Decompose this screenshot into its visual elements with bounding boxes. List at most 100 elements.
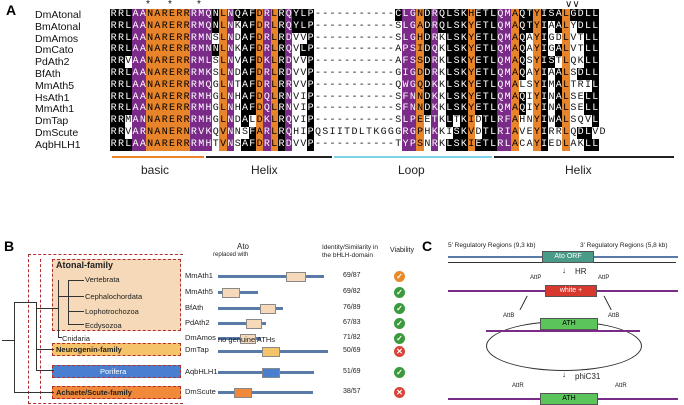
- sequence-row: RRLAANARERRRMHGLNHAFDQLRNVIP-----------S…: [110, 91, 599, 104]
- basic-domain-bar: [112, 156, 204, 158]
- cnidaria-note: no genuine ATHs: [218, 335, 275, 344]
- viable-check-icon: ✓: [394, 287, 405, 298]
- sequence-row: RRMANNARERRRMHGLNDALDKLRQVIP-----------S…: [110, 115, 599, 128]
- sequence-row: RRLAANARERRRMNNLNKAFDRLRQVLP-----------A…: [110, 44, 599, 57]
- tree-branch: [36, 370, 54, 371]
- identity-score: 69/87: [343, 272, 361, 279]
- gene-label: MmAth1: [185, 271, 213, 280]
- tree-branch: [68, 280, 69, 324]
- sequence-row: RRVARNANERNRVKQVNNSFARLRQHIPQSIITDLTKGGG…: [110, 127, 606, 139]
- gene-label: DmAmos: [185, 333, 216, 342]
- species-name: BfAth: [35, 68, 61, 80]
- tree-branch: [58, 296, 68, 297]
- gene-label: BfAth: [185, 303, 204, 312]
- tree-branch: [2, 340, 14, 341]
- bhlh-domain-box: [240, 334, 256, 344]
- clade-cephalochordata: Cephalochordata: [85, 292, 143, 301]
- panel-c-letter: C: [422, 238, 433, 254]
- bhlh-domain-box: [262, 347, 280, 357]
- tree-branch: [68, 311, 84, 312]
- attb-left-label: AttB: [503, 313, 515, 319]
- construct-bar: [218, 391, 313, 394]
- viable-check-icon: ✓: [394, 333, 405, 344]
- attb-right-label: AttB: [608, 313, 620, 319]
- tree-branch: [58, 280, 59, 337]
- species-name: DmCato: [35, 44, 74, 57]
- identity-score: 69/82: [343, 288, 361, 295]
- attb-line: [486, 330, 640, 332]
- hr-label: HR: [575, 267, 587, 276]
- clade-lophotrochozoa: Lophotrochozoa: [85, 307, 139, 316]
- attp-right-label: AttP: [598, 275, 610, 281]
- viable-check-icon: ✓: [394, 367, 405, 378]
- identity-score: 50/69: [343, 347, 361, 354]
- achaete-family-label: Achaete/Scute-family: [56, 388, 132, 397]
- helix1-label: Helix: [251, 163, 278, 177]
- left-region-label: 5' Regulatory Regions (9,3 kb): [448, 242, 536, 249]
- tree-branch: [36, 349, 54, 350]
- panel-b-letter: B: [4, 238, 15, 254]
- partial-check-icon: ✓: [394, 271, 405, 282]
- tree-branch: [68, 324, 84, 325]
- phic31-label: phiC31: [575, 372, 601, 381]
- conserved-marker: *: [146, 0, 150, 10]
- down-arrow-1: ↓: [562, 266, 566, 275]
- species-name: HsAth1: [35, 91, 70, 104]
- bhlh-domain-box: [286, 272, 306, 282]
- ato-header: Ato: [237, 242, 250, 251]
- ato-orf-box: Ato ORF: [542, 251, 594, 263]
- species-name: MmAth1: [35, 103, 75, 116]
- conserved-marker: ∨∨: [565, 0, 580, 10]
- recombination-mark: ╲: [604, 296, 612, 310]
- panel-a-letter: A: [6, 2, 17, 18]
- conserved-marker: *: [168, 0, 172, 10]
- sequence-row: RRLAANARERRRMHGLNHAFDQLRNVIP-----------S…: [110, 103, 599, 116]
- bhlh-domain-box: [234, 388, 252, 398]
- atonal-family-box: [52, 259, 181, 331]
- loop-label: Loop: [398, 163, 425, 177]
- tree-branch: [68, 296, 84, 297]
- species-name: MmAth5: [35, 79, 75, 92]
- viability-header: Viability: [390, 247, 414, 254]
- gene-label: DmTap: [185, 345, 209, 354]
- outer-bracket: [28, 254, 183, 404]
- gene-label: MmAth5: [185, 287, 213, 296]
- basic-label: basic: [141, 163, 170, 177]
- species-name: DmScute: [35, 127, 79, 139]
- construct-bar: [218, 275, 324, 278]
- species-name: DmTap: [35, 115, 69, 128]
- inner-bracket: [40, 259, 53, 399]
- viable-check-icon: ✓: [394, 303, 405, 314]
- gene-label: AqbHLH1: [185, 367, 218, 376]
- left-arrow-line: [448, 262, 542, 263]
- construct-bar: [218, 322, 266, 325]
- tree-branch: [36, 302, 37, 370]
- loop-domain-bar: [334, 156, 492, 158]
- recombination-mark: ╱: [520, 296, 528, 310]
- identity-score: 76/89: [343, 304, 361, 311]
- right-region-label: 3' Regulatory Regions (5,8 kb): [580, 242, 668, 249]
- ath-box: ATH: [540, 318, 598, 330]
- clade-vertebrata: Vertebrata: [85, 275, 120, 284]
- gene-label: DmScute: [185, 387, 216, 396]
- conserved-marker: *: [197, 0, 201, 10]
- attr-right-label: AttR: [615, 383, 627, 389]
- clade-ecdysozoa: Ecdysozoa: [85, 321, 122, 330]
- gene-label: PdAth2: [185, 318, 210, 327]
- right-arrow-line: [594, 262, 676, 263]
- tree-branch: [68, 280, 84, 281]
- white-box: white +: [545, 285, 597, 297]
- ath-bottom-box: ATH: [540, 393, 598, 405]
- lethal-cross-icon: ✕: [394, 346, 405, 357]
- species-name: BmAtonal: [35, 20, 81, 33]
- sequence-row: RRLAANARERRRMQNLNQAFDRLRQYLP-----------C…: [110, 9, 599, 21]
- helix2-domain-bar: [494, 156, 674, 158]
- tree-branch: [58, 337, 62, 338]
- identity-header: Identity/Similarity in the bHLH-domain: [322, 244, 378, 259]
- lethal-cross-icon: ✕: [394, 387, 405, 398]
- sequence-row: RRLAANARERRRMQNLNKAFDRLRQYLP-----------S…: [110, 20, 599, 33]
- species-name: DmAmos: [35, 32, 79, 45]
- bhlh-domain-box: [246, 319, 262, 329]
- identity-score: 51/69: [343, 368, 361, 375]
